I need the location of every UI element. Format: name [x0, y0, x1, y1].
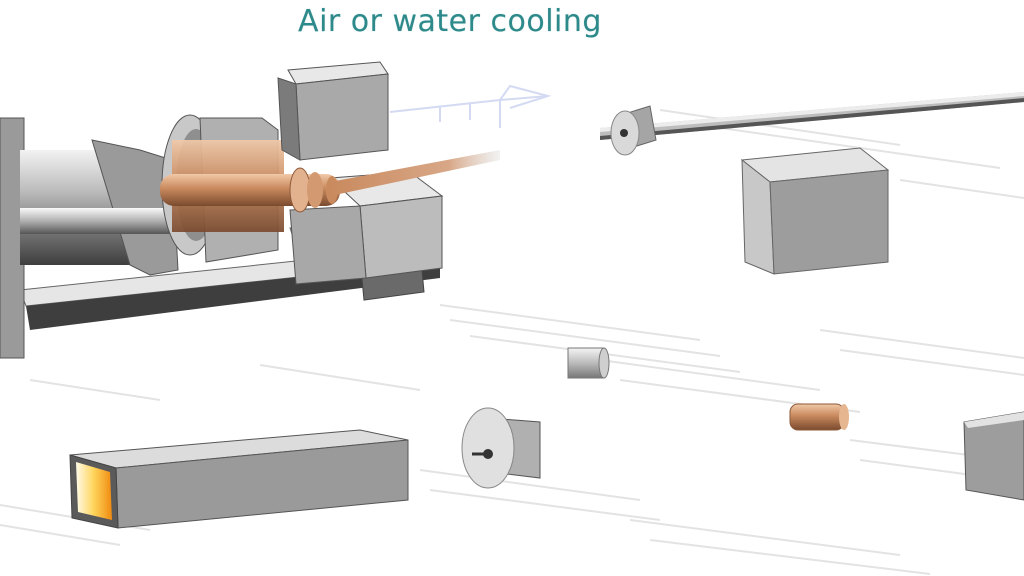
- main-cylinder: [0, 117, 180, 359]
- steel-billet: [567, 347, 610, 379]
- extrudate-stream: [330, 150, 500, 196]
- extruded-profile-rod: [600, 92, 1024, 140]
- background-frame-sketch: [389, 84, 552, 128]
- billet-saw: [461, 407, 541, 489]
- heated-billet: [160, 140, 340, 232]
- press-upper-unit: [277, 61, 389, 161]
- caption-title: Air or water cooling: [298, 4, 602, 39]
- billet-heating-furnace: [69, 429, 409, 529]
- cooling-table-box: [740, 147, 890, 275]
- hot-saw-top: [610, 105, 657, 156]
- stretcher-box: [963, 411, 1024, 501]
- floor-hatching: [0, 109, 1024, 575]
- copper-billet: [789, 403, 849, 431]
